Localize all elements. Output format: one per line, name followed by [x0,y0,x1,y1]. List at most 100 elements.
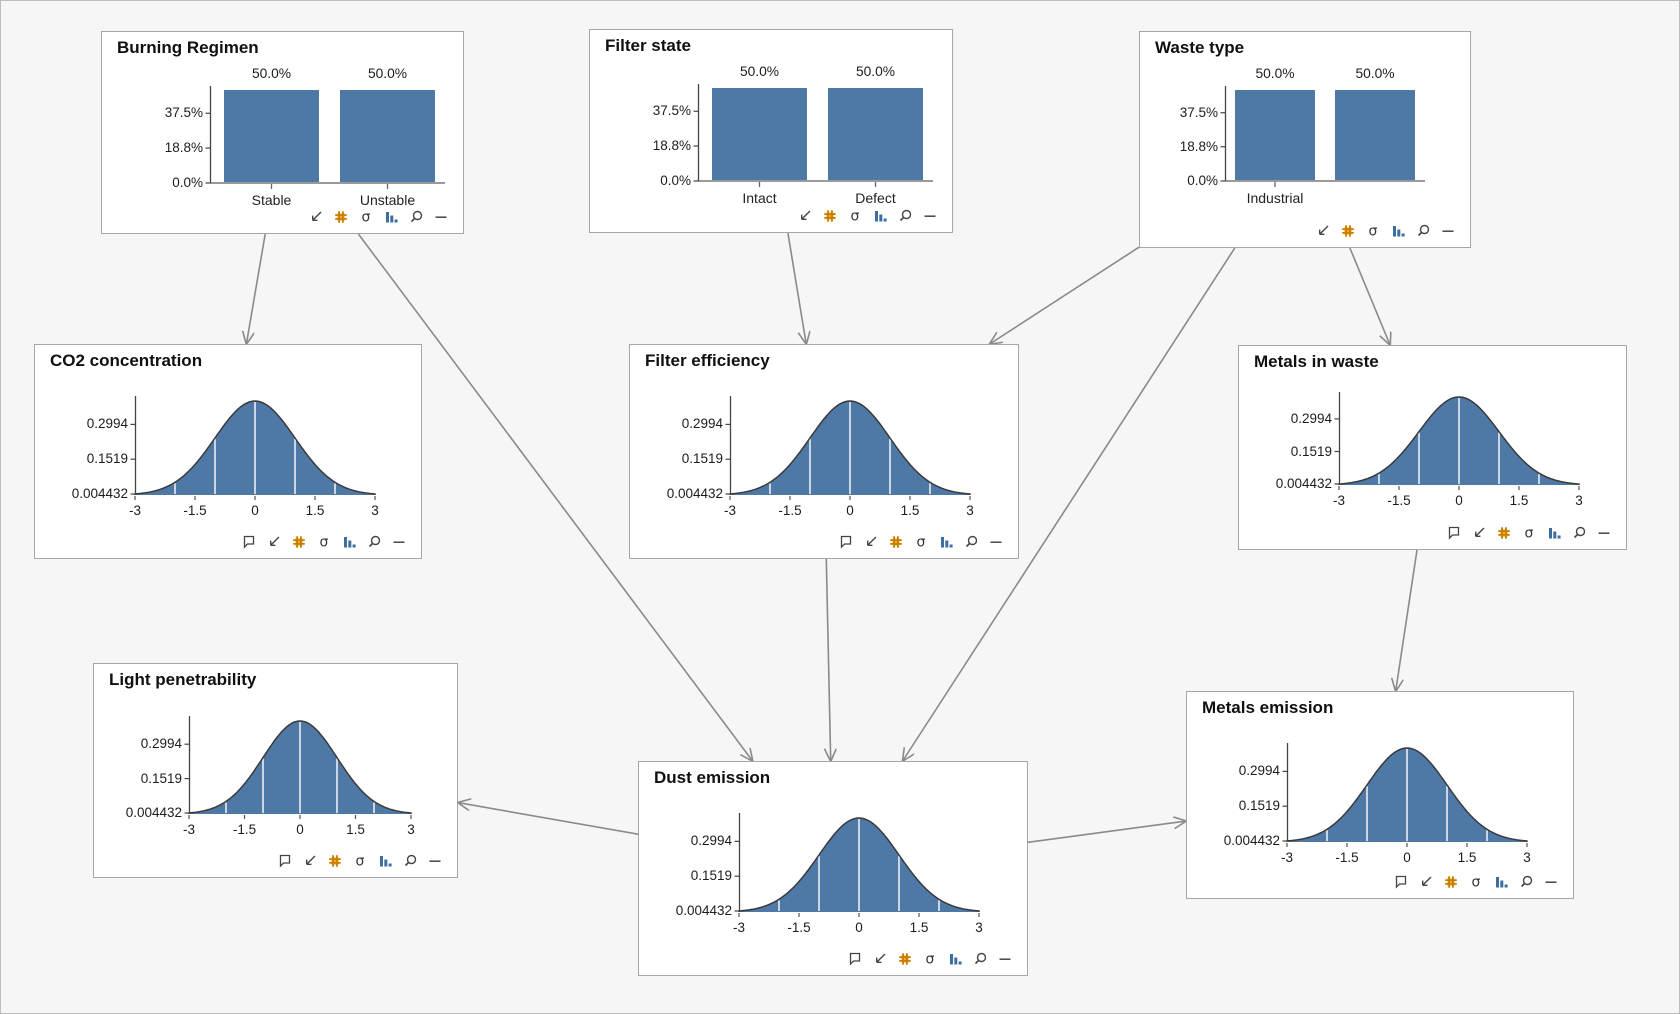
arrow-sw-icon[interactable] [1417,873,1435,891]
magnifier-icon[interactable] [1570,524,1588,542]
bar-category-label: Stable [251,192,292,208]
histogram-icon[interactable] [340,533,358,551]
minimize-icon[interactable] [1542,873,1560,891]
curve-x-tick: 3 [1523,850,1531,865]
arrow-sw-icon[interactable] [1470,524,1488,542]
co2-concentration-chart [130,396,376,500]
curve-x-tick: -1.5 [1387,493,1411,508]
grid-icon[interactable] [896,950,914,968]
curve-x-tick: 1.5 [900,503,920,518]
grid-icon[interactable] [332,208,350,226]
node-title: Filter efficiency [645,351,770,370]
sigma-icon[interactable]: σ [921,950,939,968]
magnifier-icon[interactable] [971,950,989,968]
minimize-icon[interactable] [390,533,408,551]
histogram-icon[interactable] [382,208,400,226]
grid-icon[interactable] [887,533,905,551]
sigma-icon[interactable]: σ [1520,524,1538,542]
curve-y-tick: 0.2994 [140,736,182,752]
light-penetrability-chart [184,716,412,819]
waste-type-chart [1220,86,1425,187]
minimize-icon[interactable] [426,852,444,870]
flag-icon[interactable] [846,950,864,968]
flag-icon[interactable] [1445,524,1463,542]
minimize-icon[interactable] [432,208,450,226]
grid-icon[interactable] [1339,222,1357,240]
sigma-icon[interactable]: σ [351,852,369,870]
bar-category-label: Industrial [1246,190,1304,206]
sigma-icon[interactable]: σ [1467,873,1485,891]
bar-y-tick: 0.0% [172,175,203,190]
grid-icon[interactable] [326,852,344,870]
histogram-icon[interactable] [937,533,955,551]
edge-filter-efficiency-to-dust-emission [826,558,830,761]
curve-x-tick: 1.5 [346,822,365,837]
curve-x-tick: -1.5 [1335,850,1359,865]
curve-x-tick: 0 [1403,850,1411,865]
histogram-icon[interactable] [1492,873,1510,891]
sigma-icon[interactable]: σ [315,533,333,551]
arrow-sw-icon[interactable] [796,207,814,225]
grid-icon[interactable] [1442,873,1460,891]
arrow-sw-icon[interactable] [862,533,880,551]
curve-x-tick: 1.5 [909,920,929,935]
curve-x-tick: 3 [975,920,983,935]
curve-y-tick: 0.1519 [690,868,732,884]
magnifier-icon[interactable] [1414,222,1432,240]
histogram-icon[interactable] [1545,524,1563,542]
minimize-icon[interactable] [1595,524,1613,542]
flag-icon[interactable] [276,852,294,870]
curve-y-tick: 0.2994 [1238,763,1280,779]
filter-efficiency-chart [725,396,971,500]
curve-x-tick: 3 [371,503,379,518]
svg-text:σ: σ [1472,875,1481,891]
histogram-icon[interactable] [1389,222,1407,240]
histogram-icon[interactable] [946,950,964,968]
sigma-icon[interactable]: σ [357,208,375,226]
curve-y-tick: 0.1519 [1290,443,1332,459]
bar-category-label: Defect [855,190,896,206]
minimize-icon[interactable] [996,950,1014,968]
arrow-sw-icon[interactable] [265,533,283,551]
arrow-sw-icon[interactable] [1314,222,1332,240]
minimize-icon[interactable] [921,207,939,225]
sigma-icon[interactable]: σ [846,207,864,225]
node-toolbar: σ [307,208,450,226]
arrow-sw-icon[interactable] [301,852,319,870]
grid-icon[interactable] [1495,524,1513,542]
sigma-icon[interactable]: σ [912,533,930,551]
flag-icon[interactable] [1392,873,1410,891]
magnifier-icon[interactable] [407,208,425,226]
flag-icon[interactable] [240,533,258,551]
node-toolbar: σ [846,950,1014,968]
histogram-icon[interactable] [376,852,394,870]
curve-y-tick: 0.2994 [690,833,732,849]
magnifier-icon[interactable] [1517,873,1535,891]
magnifier-icon[interactable] [401,852,419,870]
magnifier-icon[interactable] [962,533,980,551]
magnifier-icon[interactable] [365,533,383,551]
edge-burning-regimen-to-dust-emission [357,233,752,761]
svg-text:σ: σ [1369,224,1378,240]
node-toolbar: σ [796,207,939,225]
histogram-icon[interactable] [871,207,889,225]
flag-icon[interactable] [837,533,855,551]
arrow-sw-icon[interactable] [871,950,889,968]
grid-icon[interactable] [290,533,308,551]
minimize-icon[interactable] [987,533,1005,551]
minimize-icon[interactable] [1439,222,1457,240]
arrow-sw-icon[interactable] [307,208,325,226]
grid-icon[interactable] [821,207,839,225]
magnifier-icon[interactable] [896,207,914,225]
sigma-icon[interactable]: σ [1364,222,1382,240]
